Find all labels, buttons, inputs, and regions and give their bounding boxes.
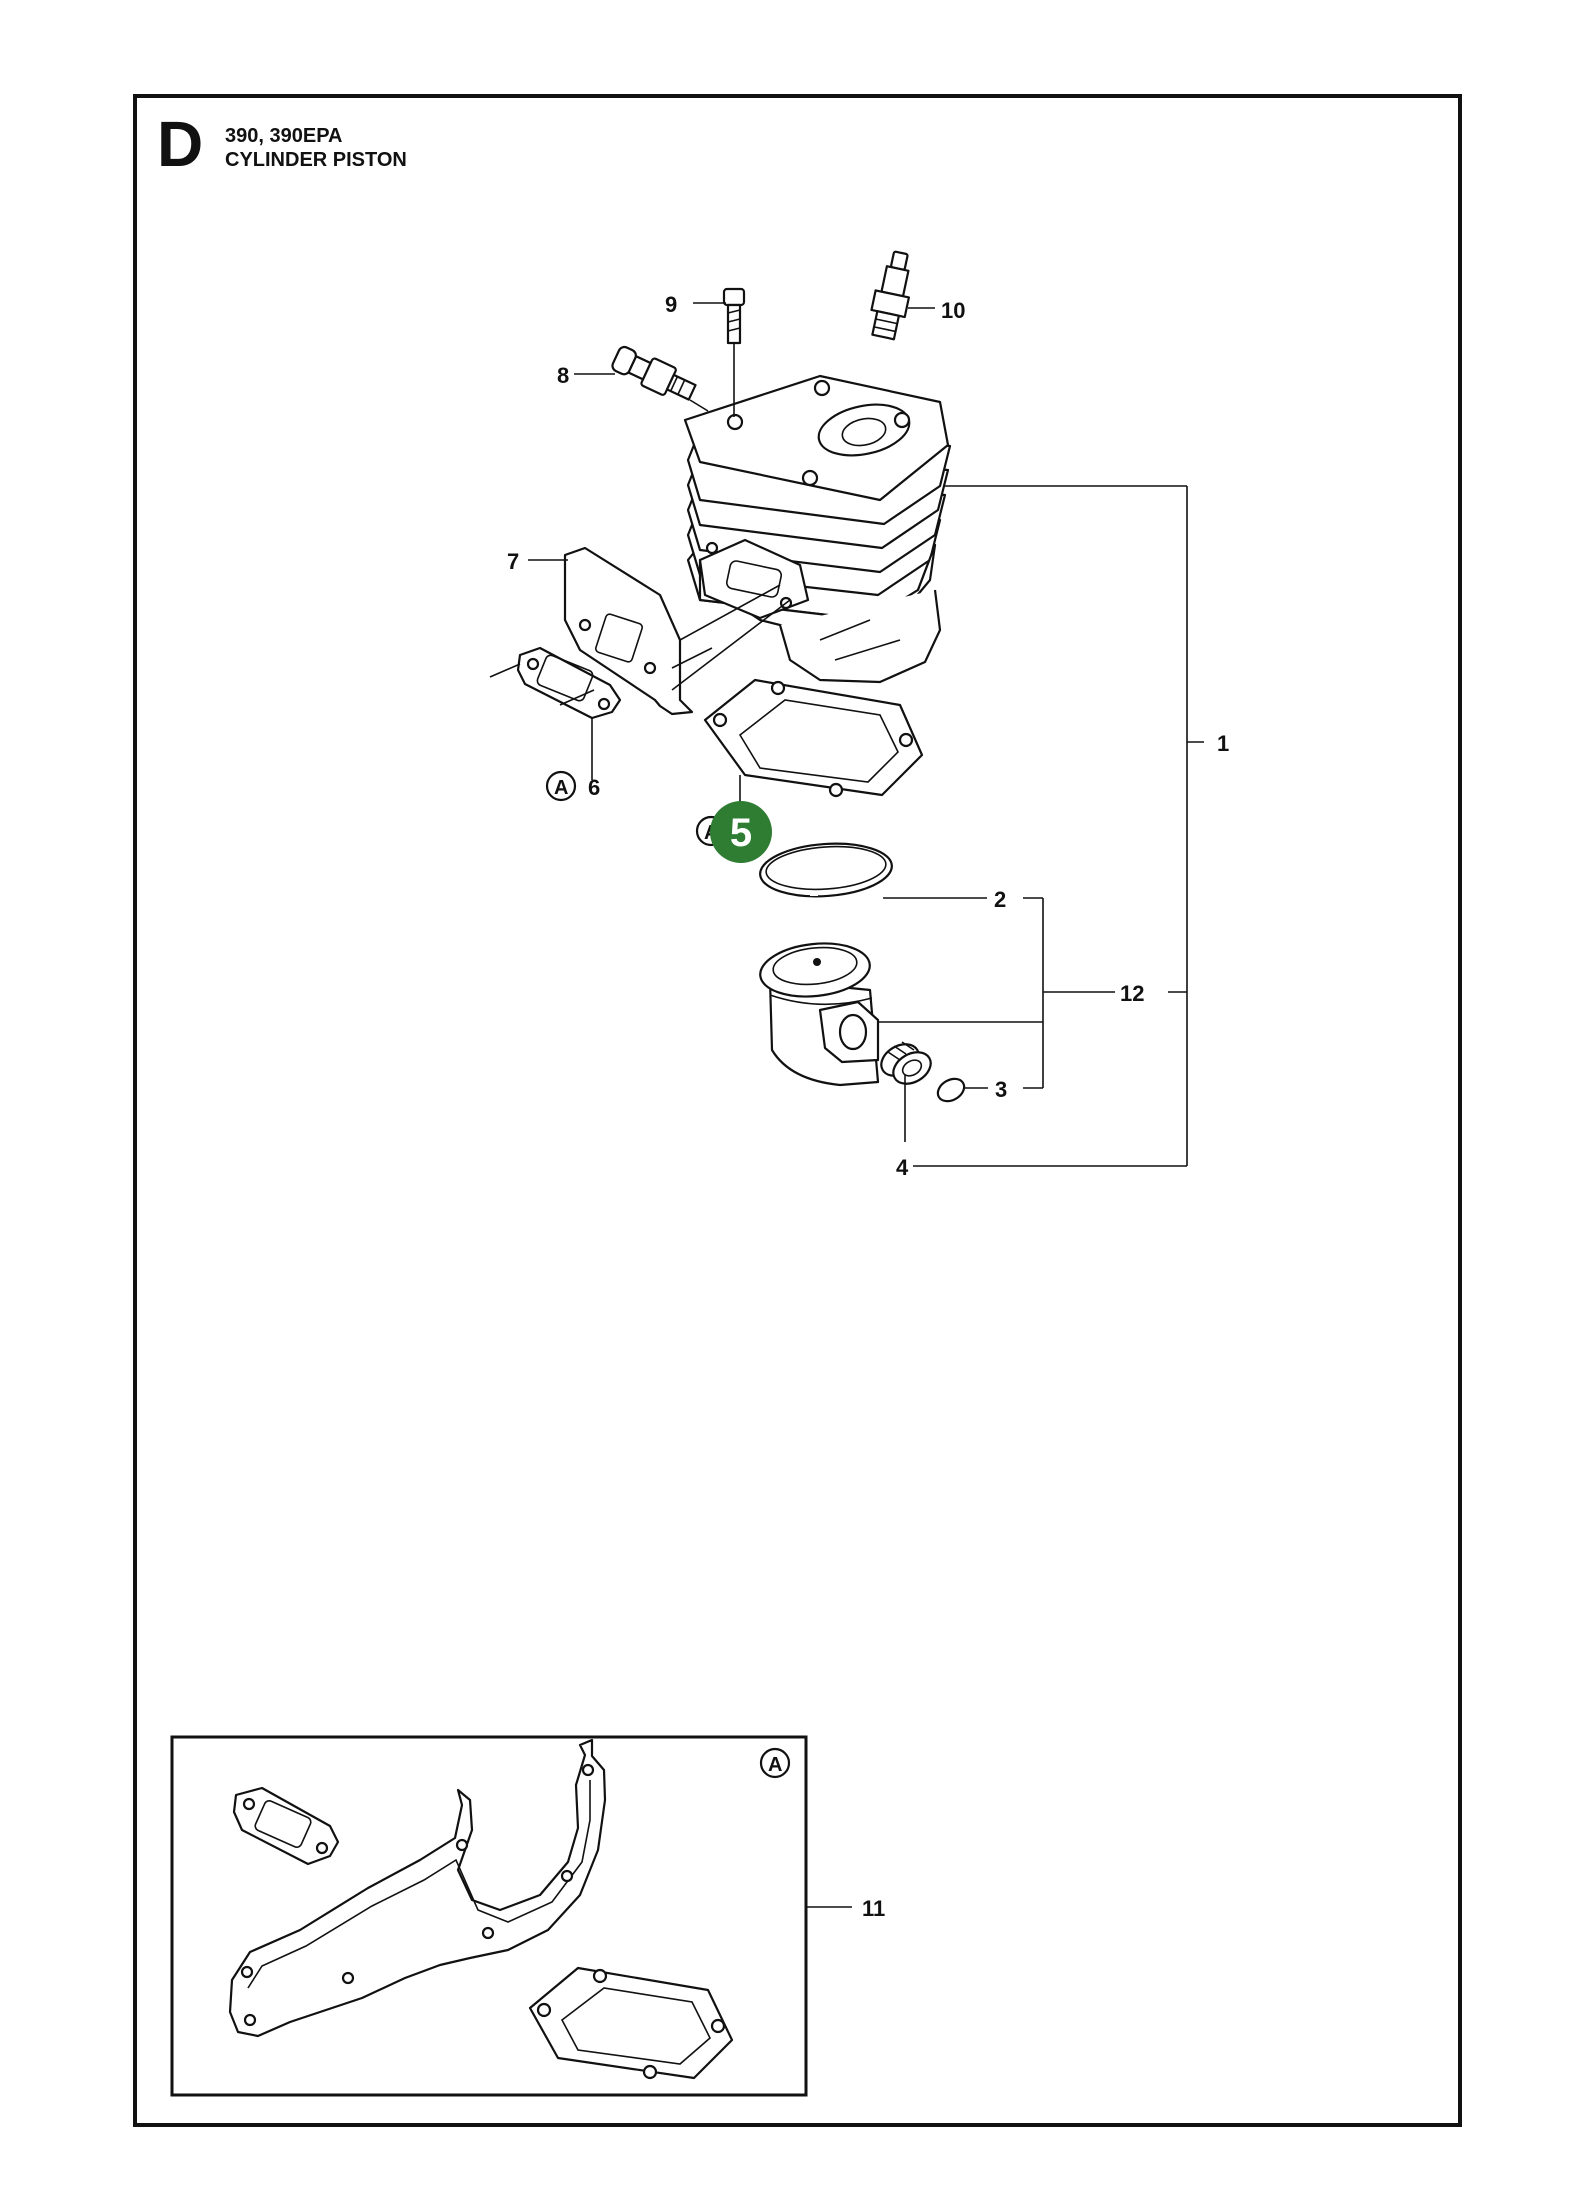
callout-5: 5: [730, 811, 752, 855]
svg-text:A: A: [554, 777, 568, 799]
part-7-heat-shield[interactable]: [563, 546, 791, 716]
part-9-screw[interactable]: [722, 287, 746, 345]
cylinder-body[interactable]: [683, 374, 952, 684]
leader-lines: [528, 302, 1204, 1167]
highlight-callout-5[interactable]: 5: [710, 801, 772, 863]
part-8-decompression-valve[interactable]: [610, 343, 699, 406]
callout-6: 6: [588, 775, 600, 800]
gasket-kit-inset[interactable]: A: [170, 1735, 852, 2097]
model-title: 390, 390EPA: [225, 125, 343, 147]
part-6-exhaust-gasket[interactable]: [489, 646, 622, 720]
callout-8: 8: [557, 363, 569, 388]
piston[interactable]: [758, 938, 880, 1087]
callout-3: 3: [995, 1077, 1007, 1102]
assembly-title: CYLINDER PISTON: [225, 149, 407, 171]
kit-ref-marker-6: A: [545, 770, 577, 802]
callout-11: 11: [862, 1896, 885, 1921]
callout-7: 7: [507, 549, 519, 574]
callout-4: 4: [896, 1155, 909, 1180]
part-10-spark-plug[interactable]: [866, 249, 917, 341]
callout-1: 1: [1217, 731, 1229, 756]
kit-cylinder-gasket: [528, 1966, 734, 2080]
callout-12: 12: [1120, 981, 1144, 1006]
section-letter: D: [157, 108, 204, 180]
part-4-needle-bearing[interactable]: [876, 1038, 937, 1090]
kit-exhaust-gasket: [232, 1786, 340, 1866]
callout-2: 2: [994, 887, 1006, 912]
callout-9: 9: [665, 292, 677, 317]
svg-text:A: A: [768, 1754, 782, 1776]
kit-crankcase-gasket: [228, 1738, 607, 2038]
callout-10: 10: [941, 298, 965, 323]
part-5-cylinder-gasket[interactable]: [703, 678, 924, 798]
kit-ref-marker-inset: A: [759, 1747, 791, 1779]
page-frame: [133, 94, 1462, 2127]
part-2-piston-ring[interactable]: [758, 839, 893, 900]
part-3-circlip[interactable]: [934, 1074, 968, 1105]
